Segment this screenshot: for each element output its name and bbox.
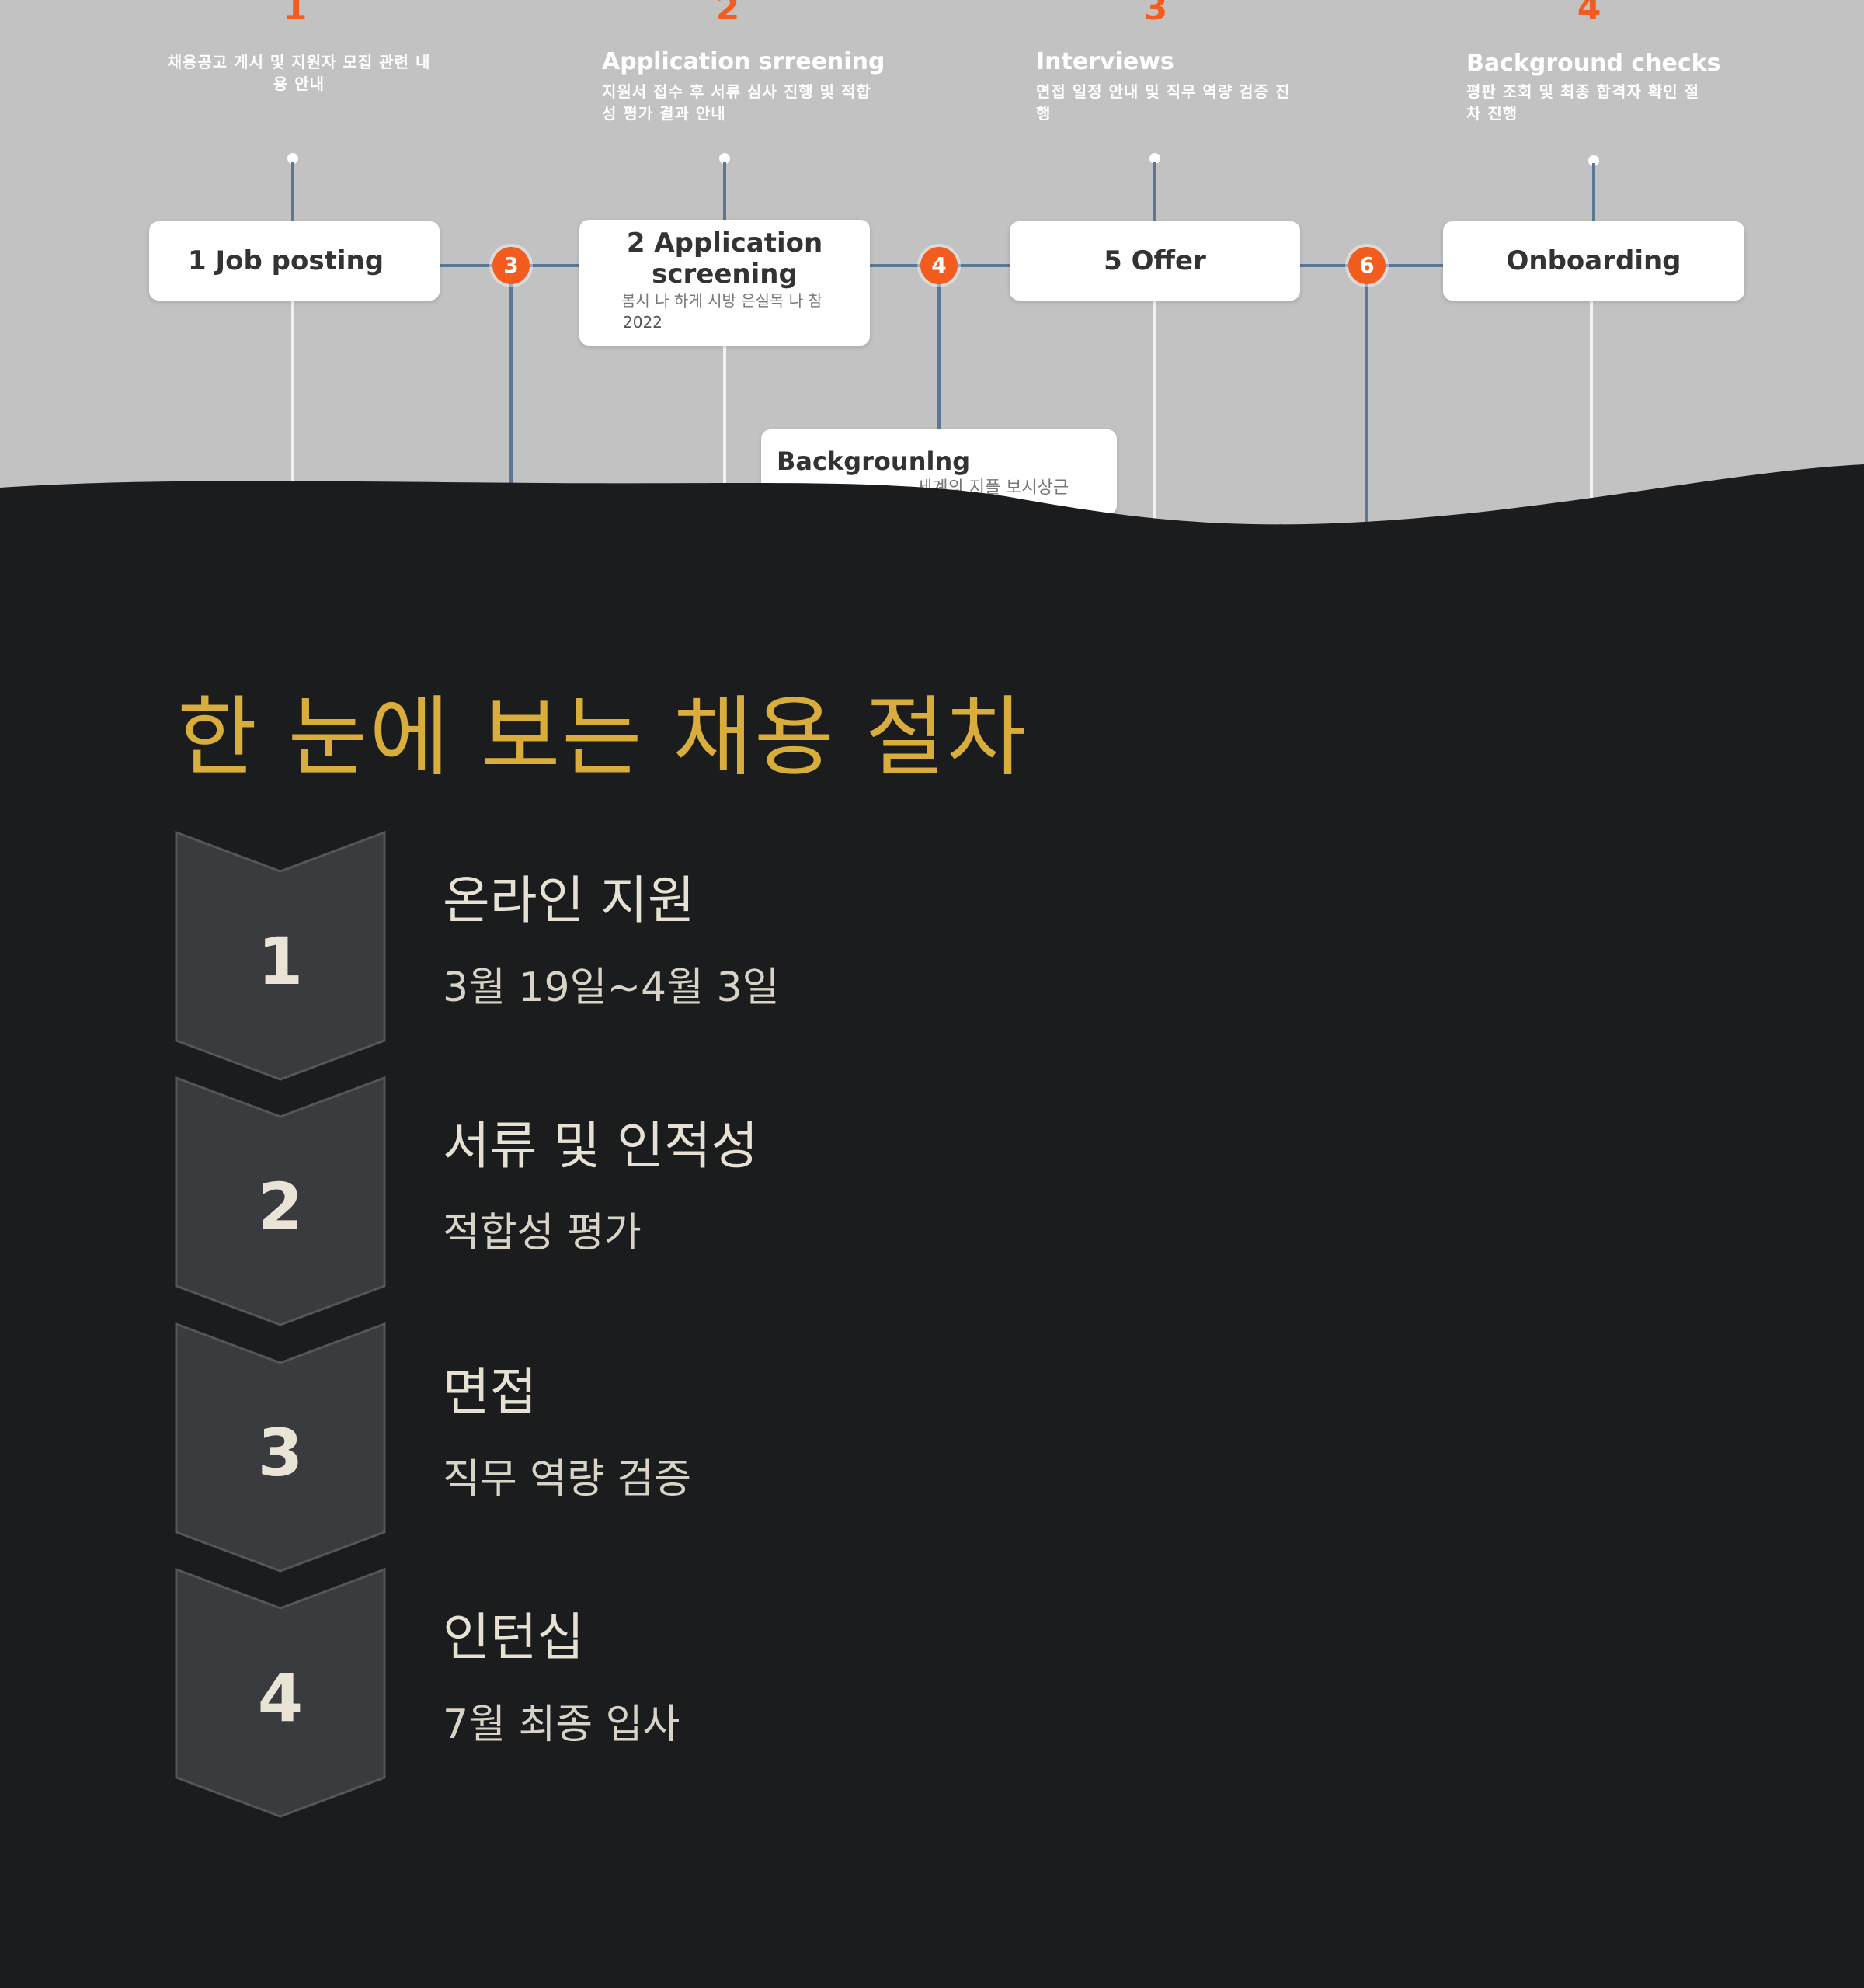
step-badge-4: 4 [920, 247, 958, 284]
connector-line [723, 342, 726, 536]
stage-subtitle: 7월 최종 입사 [443, 1701, 680, 1748]
onboarding-box: Onboarding [1443, 221, 1744, 301]
stage-subtitle: 직무 역량 검증 [443, 1456, 692, 1503]
stage-subtitle: 3월 19일~4월 3일 [443, 964, 780, 1011]
connector-line [291, 299, 294, 532]
step-heading-application-screening: Application srreening [602, 48, 885, 75]
recruitment-flow-diagram: 1 2 3 4 Application srreening Interviews… [0, 0, 1864, 544]
step-description-3: 면접 일정 안내 및 직무 역량 검증 진행 [1036, 82, 1291, 123]
stage-title: 인턴십 [443, 1607, 585, 1667]
connector-line [723, 162, 726, 222]
stage-title: 온라인 지원 [443, 871, 695, 930]
application-screening-label: 2 Application screening [626, 228, 823, 290]
application-screening-year: 2022 [623, 313, 662, 332]
backgrounding-label: Backgrounlng [777, 447, 971, 476]
step-description-4: 평판 조회 및 최종 합격자 확인 절차 진행 [1466, 82, 1699, 123]
connector-line [1153, 299, 1156, 532]
connector-line [1592, 163, 1595, 222]
connector-dot [287, 153, 298, 164]
chevron-arrow-icon [175, 831, 386, 1081]
step-badge-3: 3 [492, 247, 530, 284]
onboarding-label: Onboarding [1506, 245, 1681, 276]
step-number-3: 3 [1143, 0, 1168, 28]
stage-number: 4 [257, 1660, 304, 1736]
application-screening-box: 2 Application screening 봄시 나 하게 시방 은실목 나… [579, 220, 870, 346]
application-screening-sub: 봄시 나 하게 시방 은실목 나 참 [621, 291, 822, 310]
connector-line [937, 268, 941, 431]
section-title: 한 눈에 보는 채용 절차 [177, 687, 1028, 788]
stage-item-3: 3 면접 직무 역량 검증 [175, 1322, 1573, 1573]
stage-title: 서류 및 인적성 [443, 1116, 759, 1176]
step-badge-6: 6 [1348, 247, 1386, 284]
step-number-4: 4 [1577, 0, 1601, 28]
connector-dot [1149, 153, 1160, 164]
step-heading-interviews: Interviews [1036, 48, 1174, 75]
chevron-arrow-icon [175, 1568, 386, 1818]
step-number-2: 2 [715, 0, 740, 28]
step-heading-background-checks: Background checks [1466, 50, 1721, 77]
job-posting-box: 1 Job posting [149, 221, 440, 301]
connector-line [1590, 299, 1593, 532]
stage-number: 3 [257, 1415, 304, 1491]
offer-box: 5 Offer [1010, 221, 1300, 301]
stage-number: 2 [257, 1169, 304, 1245]
connector-dot [719, 153, 730, 164]
connector-dot [1588, 155, 1599, 166]
connector-line [1153, 162, 1156, 222]
wave-divider [0, 464, 1864, 544]
connector-line [509, 268, 513, 532]
stage-title: 면접 [443, 1362, 537, 1422]
step-number-1: 1 [283, 0, 308, 28]
connector-line [291, 162, 294, 222]
stage-item-2: 2 서류 및 인적성 적합성 평가 [175, 1076, 1573, 1326]
stage-number: 1 [257, 923, 304, 999]
connector-line [1365, 268, 1368, 532]
step-description-1: 채용공고 게시 및 지원자 모집 관련 내용 안내 [167, 53, 431, 93]
chevron-arrow-icon [175, 1076, 386, 1326]
offer-label: 5 Offer [1104, 245, 1206, 276]
stage-item-1: 1 온라인 지원 3월 19일~4월 3일 [175, 831, 1573, 1081]
stage-item-4: 4 인턴십 7월 최종 입사 [175, 1568, 1573, 1818]
chevron-arrow-icon [175, 1322, 386, 1573]
job-posting-label: 1 Job posting [188, 245, 384, 276]
step-description-2: 지원서 접수 후 서류 심사 진행 및 적합성 평가 결과 안내 [602, 82, 871, 123]
stage-subtitle: 적합성 평가 [443, 1210, 642, 1256]
